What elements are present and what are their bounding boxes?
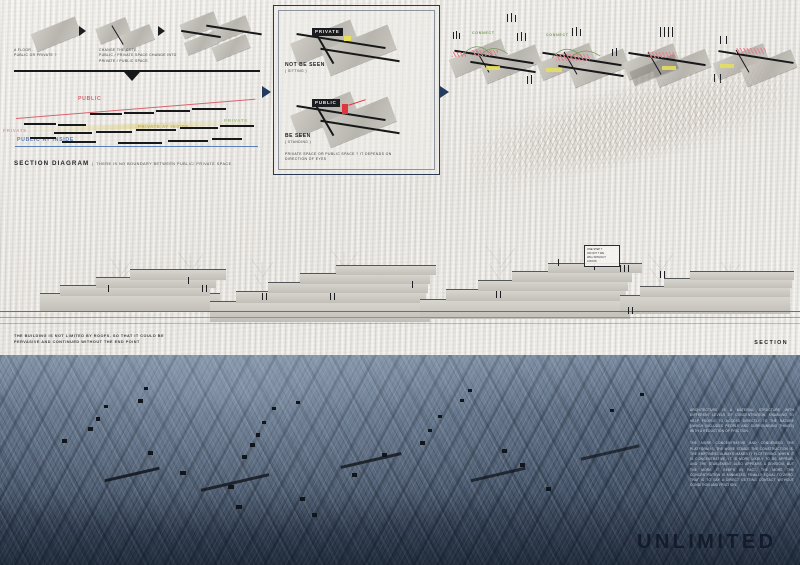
section-drawing-zone: ONE STEP ? OR NOT ? WE WILL WITHOUT A RO… (0, 185, 800, 355)
eye-box-sub-lower: ( STANDING ) (285, 140, 312, 144)
eye-box-heading-upper: NOT BE SEEN (285, 62, 325, 68)
section-diagram-title-row: SECTION DIAGRAM | THERE IS NO BOUNDARY B… (14, 160, 232, 167)
section-figure (624, 265, 626, 272)
section-figure (664, 271, 666, 278)
figure-group (517, 33, 519, 41)
arrow-step-1-2 (79, 26, 86, 36)
figure-group (714, 74, 716, 82)
section-figure (628, 307, 630, 314)
section-drawing-tag: SECTION (754, 340, 788, 346)
eye-box-caption: PRIVATE SPACE OR PUBLIC SPACE ? IT DEPEN… (285, 152, 392, 162)
section-figure (266, 293, 268, 300)
figure-group (507, 14, 509, 22)
render-atmosphere (0, 355, 800, 565)
section-figure (202, 285, 204, 292)
section-figure (262, 293, 264, 300)
section-diagram-divider: | (92, 162, 94, 166)
figure-group (511, 13, 513, 22)
label-private-left: PRIVATE (3, 128, 28, 133)
connect-label-2: CONNECT (546, 33, 569, 37)
section-figure (412, 281, 414, 288)
figure-group (612, 49, 614, 56)
section-figure (330, 293, 332, 300)
section-figure (632, 307, 634, 314)
label-private-at-inside: PRIVATE AT INSIDE (138, 124, 189, 129)
section-diagram-title: SECTION DIAGRAM (14, 160, 90, 167)
connect-arc-2 (551, 48, 601, 59)
caption-step-2: CHANGE THE COTE . PUBLIC / PRIVATE SPACE… (99, 48, 177, 63)
statement-paragraph-2: THE MORE CONCENTRATIVE AND CONDENSED THE… (690, 441, 794, 488)
eye-box-heading-lower: BE SEEN (285, 133, 311, 139)
eye-box-sub-upper: ( SITTING ) (285, 69, 307, 73)
speech-bubble: ONE STEP ? OR NOT ? WE WILL WITHOUT A RO… (584, 245, 620, 267)
render-texture (0, 355, 800, 565)
figure-group (521, 32, 523, 41)
label-public-at-inside: PUBLIC AT INSIDE (17, 137, 75, 143)
figure-group (720, 74, 722, 83)
section-figure (558, 259, 560, 266)
connect-arc-1 (461, 46, 509, 57)
arrow-to-eye-box (262, 86, 271, 98)
section-figure (620, 265, 622, 272)
board-title: UNLIMITED (637, 531, 777, 553)
flow-rule (14, 70, 260, 73)
section-drawing-note: THE BUILDING IS NOT LIMITED BY ROOFS. SO… (14, 334, 165, 345)
flow-down-arrow (124, 72, 140, 81)
section-figure (496, 291, 498, 298)
section-figure (628, 265, 630, 272)
eye-box-tag-public: PUBLIC (312, 99, 340, 107)
figure-group (531, 75, 533, 84)
section-figure (500, 291, 502, 298)
statement-paragraph-1: ARCHITECTURE IS A MATERIAL STRUCTURE WIT… (690, 408, 794, 433)
section-figure (334, 293, 336, 300)
section-figure (108, 285, 110, 292)
arrow-step-2-3 (158, 26, 165, 36)
concept-zone: A FLOOR . PUBLIC OR PRIVATE ? CHANGE THE… (0, 0, 800, 201)
arrow-to-axon (440, 86, 449, 98)
figure-group (515, 15, 517, 22)
section-figure (660, 271, 662, 278)
eye-box-tag-private: PRIVATE (312, 28, 343, 36)
caption-step-1: A FLOOR . PUBLIC OR PRIVATE ? (14, 48, 57, 58)
render-zone (0, 355, 800, 565)
figure-group (527, 76, 529, 84)
figure-group (616, 48, 618, 56)
eye-direction-box: PRIVATE NOT BE SEEN ( SITTING ) PUBLIC B… (273, 5, 440, 175)
project-statement: ARCHITECTURE IS A MATERIAL STRUCTURE WIT… (690, 408, 794, 496)
section-figure (188, 277, 190, 284)
label-public: PUBLIC (78, 96, 102, 102)
connect-label-1: CONNECT (472, 31, 495, 35)
render-terrace-lines (0, 355, 800, 565)
figure-group (525, 33, 527, 41)
public-inside-axis (15, 146, 258, 147)
section-figure (206, 285, 208, 292)
section-diagram-subtitle: THERE IS NO BOUNDARY BETWEEN PUBLIC/ PRI… (96, 162, 232, 166)
